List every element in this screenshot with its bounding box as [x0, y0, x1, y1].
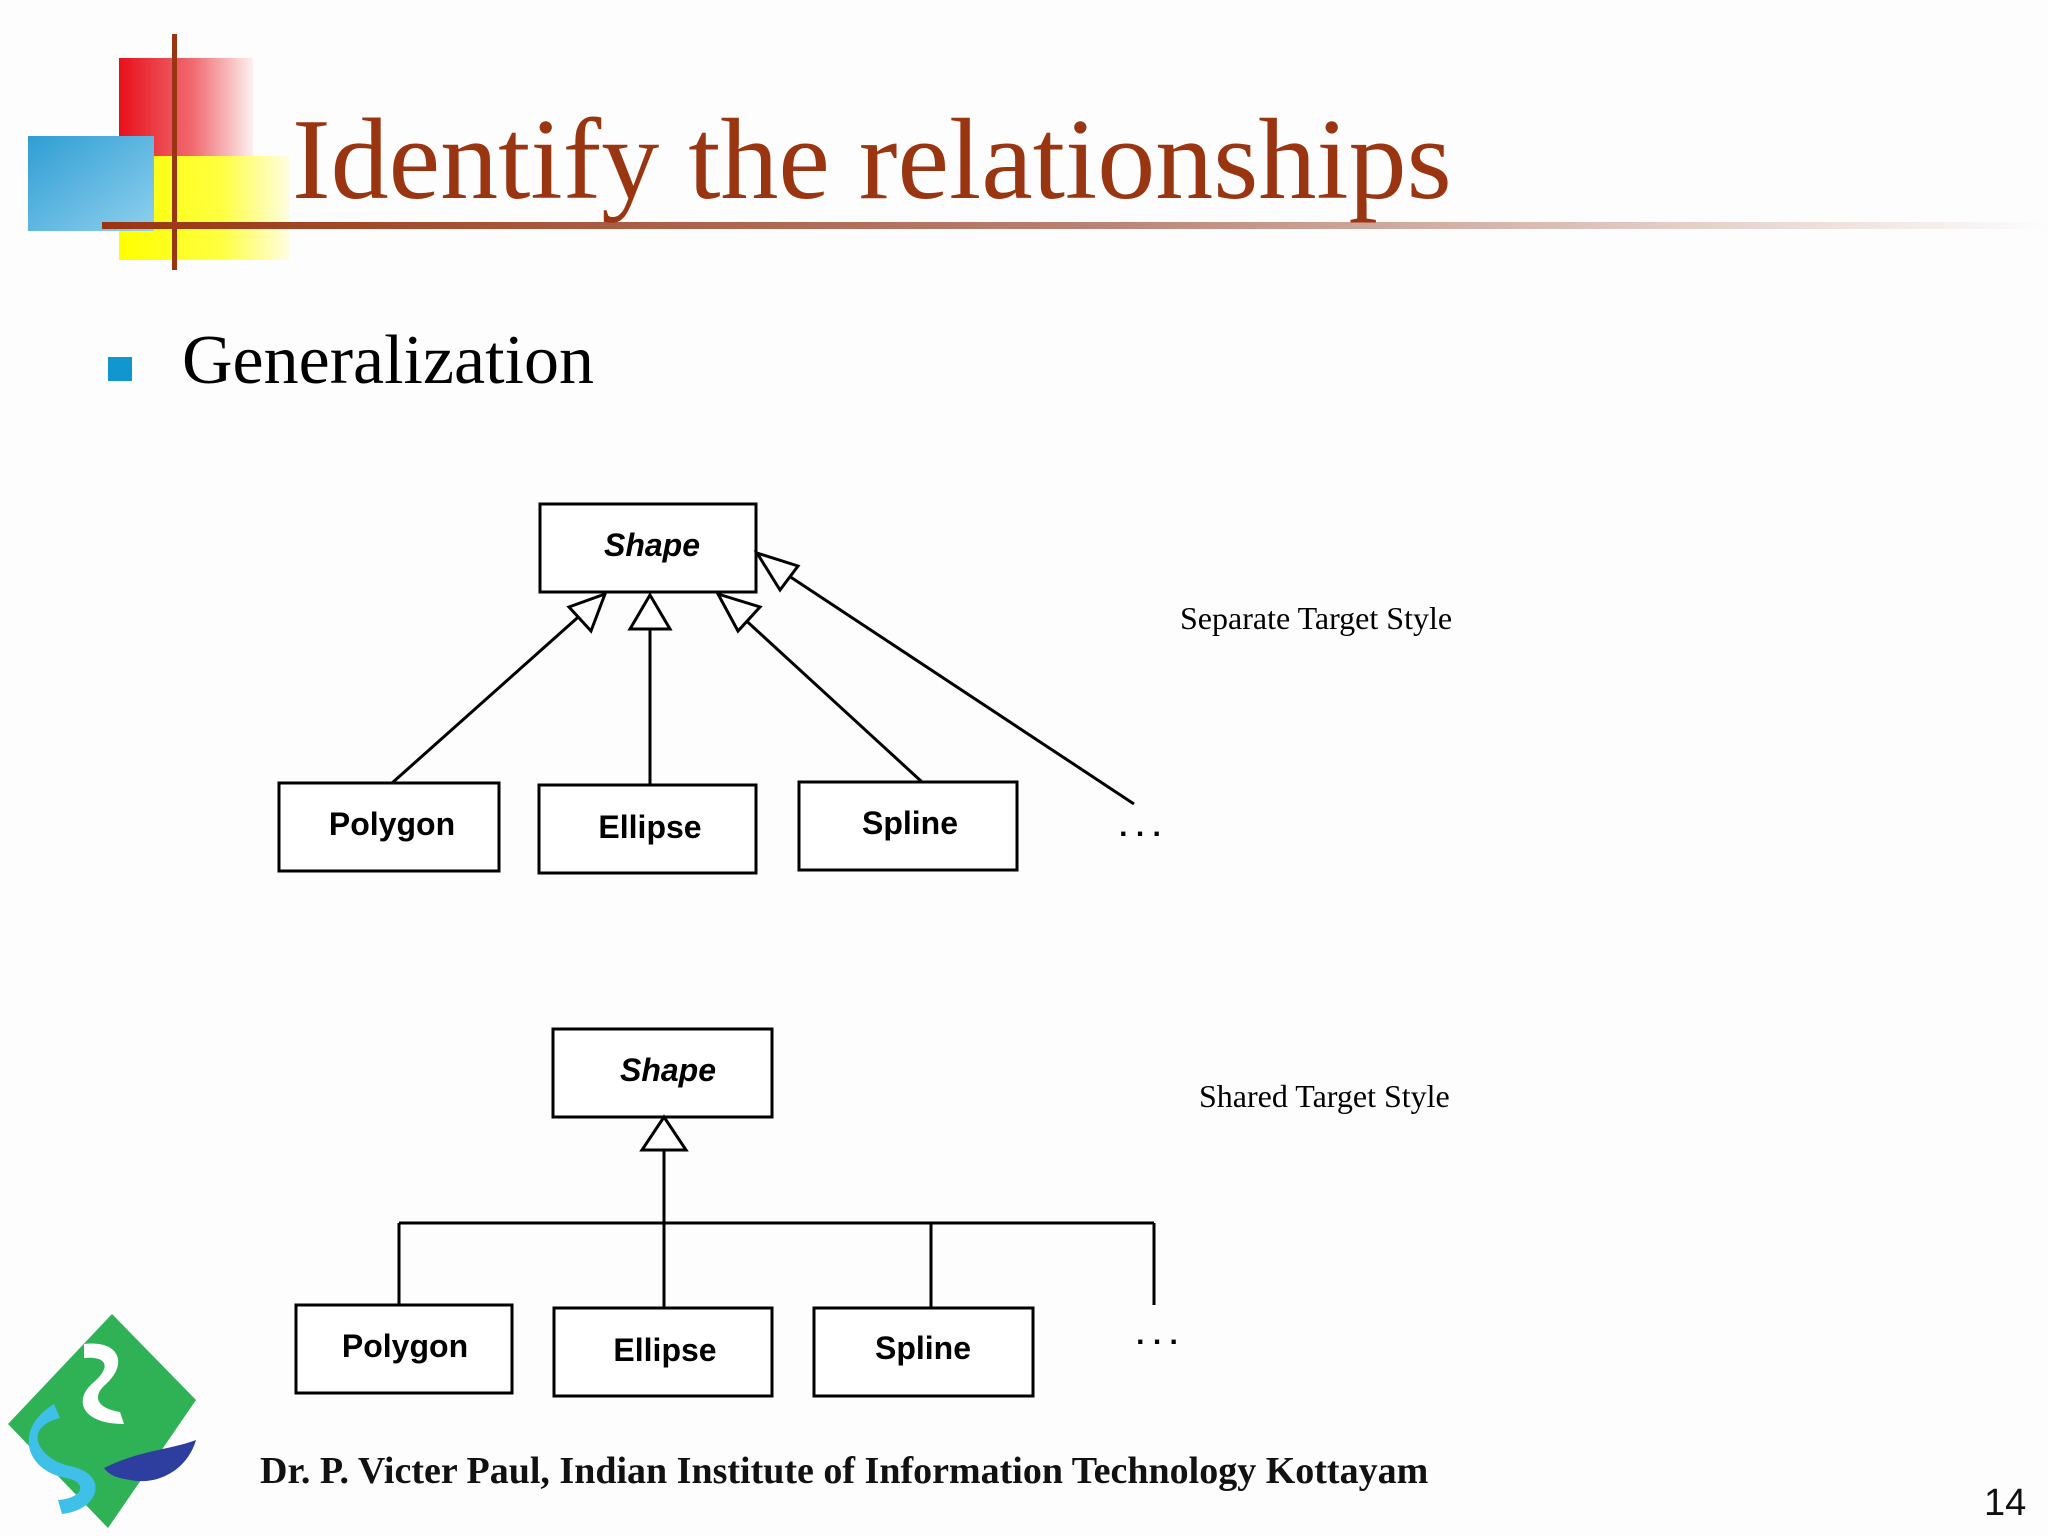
generalization-lines	[391, 574, 1135, 806]
spline-class-label: Spline	[862, 805, 958, 841]
shared-generalization-tree	[397, 1150, 1156, 1308]
corner-squares-decoration	[28, 34, 2048, 270]
generalization-arrowhead	[627, 592, 673, 631]
generalization-arrowhead	[639, 1114, 689, 1152]
ellipse-class-box	[552, 1306, 774, 1398]
more-subclasses-ellipsis: . . .	[1136, 1318, 1178, 1351]
polygon-class-label: Polygon	[342, 1328, 468, 1364]
polygon-class-label: Polygon	[329, 806, 455, 842]
square-bullet-icon	[108, 357, 132, 381]
spline-class-box	[797, 780, 1019, 872]
shared-target-style-label: Shared Target Style	[1199, 1078, 1450, 1114]
generalization-line-polygon	[391, 609, 586, 785]
polygon-class-box	[294, 1303, 514, 1395]
footer-author: Dr. P. Victer Paul, Indian Institute of …	[260, 1450, 1429, 1492]
diagram-separate-target: Shape Polygon Ellipse Spline	[277, 502, 1452, 875]
ellipse-class-box	[537, 783, 758, 875]
shape-class-box	[538, 502, 758, 594]
generalization-arrowhead	[714, 591, 763, 634]
diagram-shared-target: Shape Polygon Ellipse Spline . . . Share…	[294, 1027, 1450, 1398]
spline-class-label: Spline	[875, 1330, 971, 1366]
generalization-line-spline	[738, 613, 924, 784]
ellipse-class-label: Ellipse	[598, 809, 701, 845]
separate-target-style-label: Separate Target Style	[1180, 600, 1452, 636]
shape-class-box	[551, 1027, 774, 1119]
shape-class-label: Shape	[604, 527, 700, 563]
slide-number: 14	[1984, 1482, 2027, 1524]
more-subclasses-ellipsis: . . .	[1119, 810, 1161, 843]
ellipse-class-label: Ellipse	[613, 1332, 716, 1368]
shape-class-label: Shape	[620, 1052, 716, 1088]
generalization-arrowhead	[753, 550, 801, 593]
slide-title: Identify the relationships	[292, 96, 1452, 224]
spline-class-box	[812, 1306, 1035, 1398]
polygon-class-box	[277, 781, 501, 873]
generalization-line-more	[788, 574, 1135, 806]
generalization-arrowhead	[566, 591, 608, 634]
bullet-generalization: Generalization	[182, 322, 595, 399]
institute-logo-icon	[8, 1314, 196, 1528]
